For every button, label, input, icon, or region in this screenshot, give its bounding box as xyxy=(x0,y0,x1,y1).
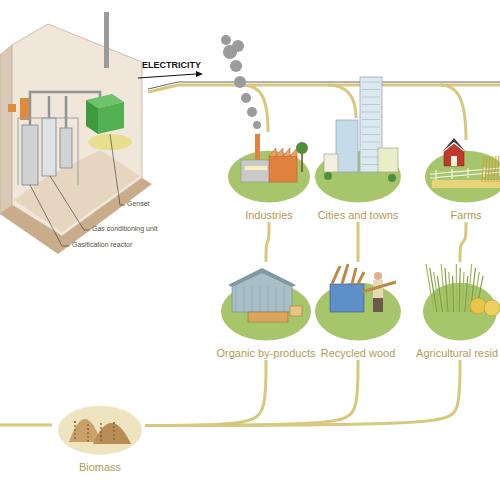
illustrated-node: Organic by-products xyxy=(218,262,314,360)
node-illustration xyxy=(225,132,313,204)
gas-conditioning-unit xyxy=(42,118,56,176)
genset-front xyxy=(98,102,124,134)
node-label: Biomass xyxy=(79,460,121,474)
leader-line xyxy=(50,176,90,230)
electricity-arrow xyxy=(138,74,196,78)
exhaust-pipe xyxy=(104,12,109,68)
filter-tank xyxy=(60,128,72,168)
plant-side-wall xyxy=(0,45,12,214)
node-illustration xyxy=(55,388,145,456)
node-label: Cities and towns xyxy=(318,208,399,222)
frame xyxy=(18,118,78,185)
genset-side xyxy=(86,100,98,134)
flow-connector xyxy=(145,360,266,425)
illustrated-node: Industries xyxy=(225,132,313,222)
return-line xyxy=(0,424,52,427)
part-label: Gasification reactor xyxy=(72,241,132,248)
node-label: Organic by-products xyxy=(216,346,315,360)
node-illustration xyxy=(218,262,314,342)
plant-door xyxy=(20,98,30,120)
node-label: Agricultural resid xyxy=(416,346,498,360)
node-label: Recycled wood xyxy=(321,346,396,360)
smoke xyxy=(221,35,261,129)
leader-line xyxy=(30,185,70,246)
part-label: Gas conditioning unit xyxy=(92,225,157,232)
power-branch xyxy=(328,85,356,118)
flow-label: ELECTRICITY xyxy=(142,60,201,70)
illustrated-node: Biomass xyxy=(55,388,145,474)
gasification-reactor xyxy=(22,125,38,185)
part-label: Genset xyxy=(127,200,150,207)
illustrated-node: Cities and towns xyxy=(312,132,404,222)
flow-connector xyxy=(357,222,360,262)
node-illustration xyxy=(422,132,500,204)
flow-connector xyxy=(266,222,269,262)
flow-connector xyxy=(460,222,466,262)
node-label: Farms xyxy=(450,208,481,222)
node-illustration xyxy=(312,132,404,204)
flow-connector xyxy=(145,360,358,425)
genset-pad xyxy=(88,134,132,150)
power-branch xyxy=(440,85,466,140)
illustrated-node: Recycled wood xyxy=(312,262,404,360)
power-branch xyxy=(242,85,268,132)
illustrated-node: Farms xyxy=(422,132,500,222)
arrow-head xyxy=(196,71,203,77)
flow-connector xyxy=(145,360,460,425)
node-illustration xyxy=(312,262,404,342)
leader-line xyxy=(110,134,125,205)
plant-window xyxy=(8,104,16,112)
illustrated-node: Agricultural resid xyxy=(420,262,500,360)
node-label: Industries xyxy=(245,208,293,222)
node-illustration xyxy=(420,262,500,342)
